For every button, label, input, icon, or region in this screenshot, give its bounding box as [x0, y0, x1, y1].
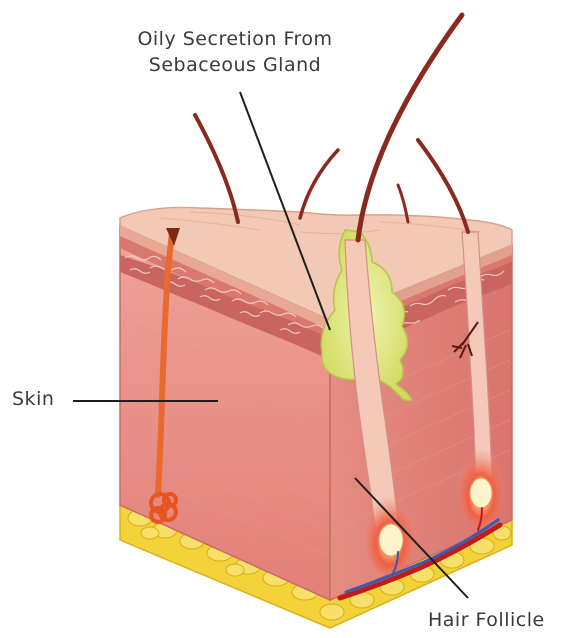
label-oily-secretion-line1: Oily Secretion From — [95, 26, 375, 52]
label-oily-secretion: Oily Secretion From Sebaceous Gland — [95, 26, 375, 78]
label-oily-secretion-line2: Sebaceous Gland — [95, 52, 375, 78]
label-hair-follicle: Hair Follicle — [428, 607, 545, 633]
label-skin: Skin — [12, 386, 54, 412]
